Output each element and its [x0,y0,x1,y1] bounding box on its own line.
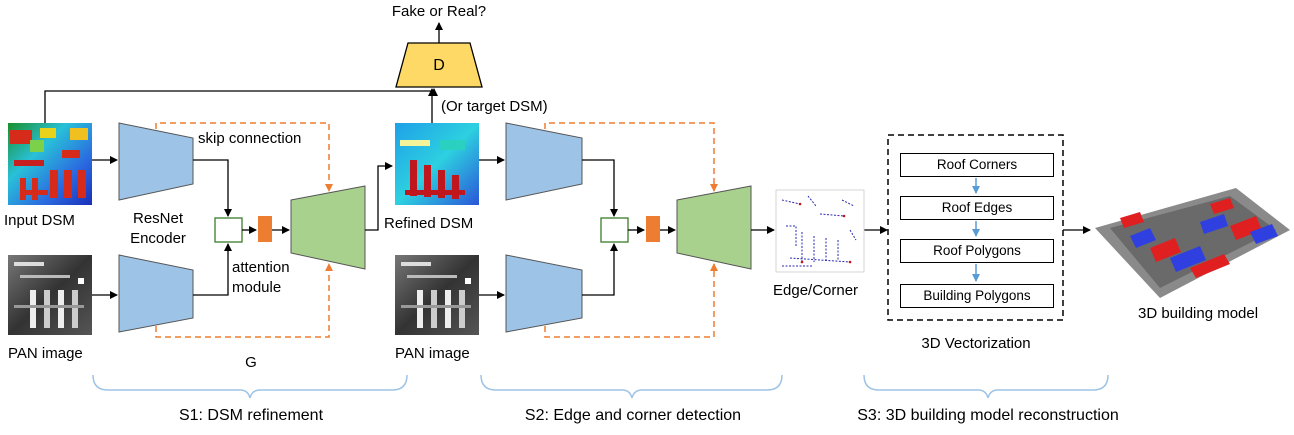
pan-image-label-1: PAN image [8,345,83,362]
stage-s3-label: S3: 3D building model reconstruction [857,407,1119,424]
3d-building-model-label: 3D building model [1138,305,1259,322]
pan-image-1 [8,255,92,335]
encoder-bottom-to-concat-s2 [582,243,618,296]
resnet-encoder-bottom [118,254,194,333]
encoder-bottom-to-concat [193,243,232,296]
resnet-encoder-top [118,122,194,201]
skip-connection-label: skip connection [198,130,302,147]
vector-step-roof-polygons: Roof Polygons [900,239,1054,263]
encoder-top-to-concat-s2 [582,159,618,217]
concat-box-s1 [214,217,243,243]
fake-or-real-label: Fake or Real? [391,3,487,20]
encoder-bottom-s2 [505,254,583,333]
discriminator-block [395,42,483,88]
skip-connection-top-s2 [544,122,718,192]
decoder-to-refined-arrow [365,162,393,231]
resnet-encoder-label: ResNet Encoder [130,210,186,247]
encoder-top-s2 [505,122,583,201]
bracket-s2 [480,374,783,399]
target-dsm-note: (Or target DSM) [441,98,548,115]
stage-s2-label: S2: Edge and corner detection [524,407,742,424]
vector-step-building-polygons: Building Polygons [900,284,1054,308]
decoder-s2 [676,185,752,270]
attention-module-s1 [258,216,272,242]
pan-image-label-2: PAN image [395,345,470,362]
input-to-discriminator-line [44,88,438,123]
input-dsm-image [8,123,92,205]
edge-corner-label: Edge/Corner [773,282,859,299]
bracket-s1 [92,374,408,399]
edge-corner-image [775,189,865,273]
attention-module-s2 [646,216,660,242]
skip-connection-bottom-s2 [544,263,718,338]
3d-building-model-image [1095,188,1290,298]
vector-step-roof-edges: Roof Edges [900,196,1054,220]
skip-connection-bottom-s1 [155,263,333,338]
vectorization-title: 3D Vectorization [921,335,1031,352]
attention-module-label: attention module [232,259,290,296]
skip-connection-top-s1 [155,122,333,192]
concat-box-s2 [600,217,629,243]
pan-image-2 [395,255,479,335]
bracket-s3 [863,374,1109,399]
input-dsm-label: Input DSM [4,212,75,229]
vector-step-roof-corners: Roof Corners [900,153,1054,177]
refined-dsm-label: Refined DSM [384,215,474,232]
encoder-top-to-concat [193,159,232,217]
refined-dsm-image [395,123,479,205]
stage-s1-label: S1: DSM refinement [178,407,324,424]
generator-label: G [245,354,257,371]
decoder-s1 [290,185,366,270]
discriminator-label: D [433,57,445,74]
